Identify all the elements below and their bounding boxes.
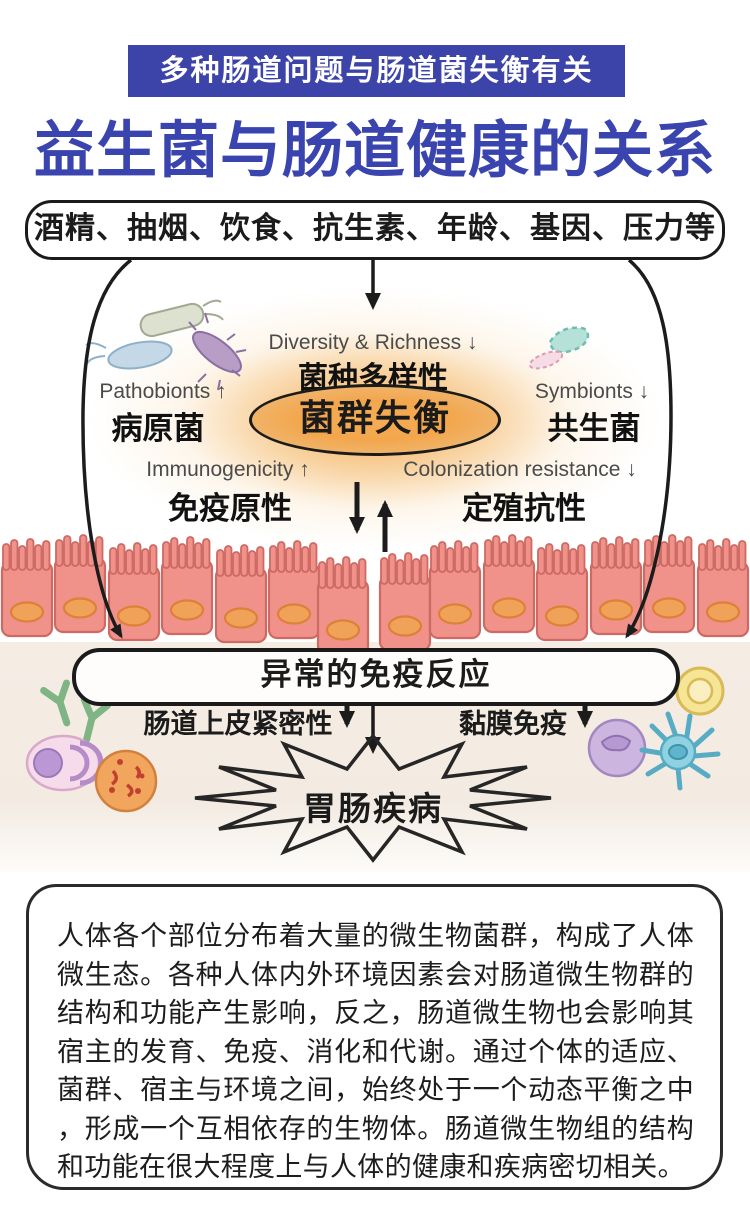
symbionts-label-zh: 共生菌	[547, 411, 641, 446]
left-curved-arrow	[81, 258, 133, 639]
epithelial-tightness-label: 肠道上皮紧密性	[143, 709, 333, 739]
immunogenicity-label-en: Immunogenicity ↑	[146, 458, 310, 481]
immunogenicity-label-zh: 免疫原性	[168, 491, 292, 526]
disease-burst-label: 胃肠疾病	[303, 790, 443, 827]
diagram-artwork	[0, 258, 750, 863]
pathobionts-label-zh: 病原菌	[111, 411, 205, 446]
diversity-label-en: Diversity & Richness ↓	[268, 331, 478, 354]
colonization-label-zh: 定殖抗性	[462, 491, 586, 526]
granulocyte-cell-icon	[94, 749, 158, 813]
right-curved-arrow	[625, 258, 673, 639]
plasma-cell-icon	[25, 734, 104, 792]
dendritic-cell-icon	[639, 711, 721, 791]
risk-factors-box: 酒精、抽烟、饮食、抗生素、年龄、基因、压力等	[25, 200, 725, 260]
symbionts-label-en: Symbionts ↓	[534, 380, 650, 403]
description-box: 人体各个部位分布着大量的微生物菌群，构成了人体微生态。各种人体内外环境因素会对肠…	[26, 884, 723, 1190]
description-text: 人体各个部位分布着大量的微生物菌群，构成了人体微生态。各种人体内外环境因素会对肠…	[57, 921, 694, 1182]
vesicle-cell-icon	[675, 666, 725, 716]
dysbiosis-ellipse: 菌群失衡	[249, 384, 501, 456]
pathogenic-bacteria-icons	[85, 299, 247, 391]
lymphocyte-cell-icon	[587, 718, 647, 778]
flow-arrows	[81, 258, 673, 754]
gut-dysbiosis-diagram: 酒精、抽烟、饮食、抗生素、年龄、基因、压力等 Diversity & Richn…	[0, 190, 750, 878]
mucosal-immunity-label: 黏膜免疫	[459, 709, 567, 739]
antibody-icons	[40, 679, 112, 743]
page-title: 益生菌与肠道健康的关系	[33, 116, 717, 184]
symbiotic-bacteria-icons	[528, 326, 590, 370]
top-banner: 多种肠道问题与肠道菌失衡有关	[128, 45, 625, 97]
intestinal-villi-illustration	[0, 533, 750, 656]
disease-starburst	[194, 733, 552, 863]
abnormal-immune-response-box: 异常的免疫反应	[72, 648, 680, 706]
colonization-label-en: Colonization resistance ↓	[403, 458, 637, 481]
pathobionts-label-en: Pathobionts ↑	[99, 380, 227, 403]
